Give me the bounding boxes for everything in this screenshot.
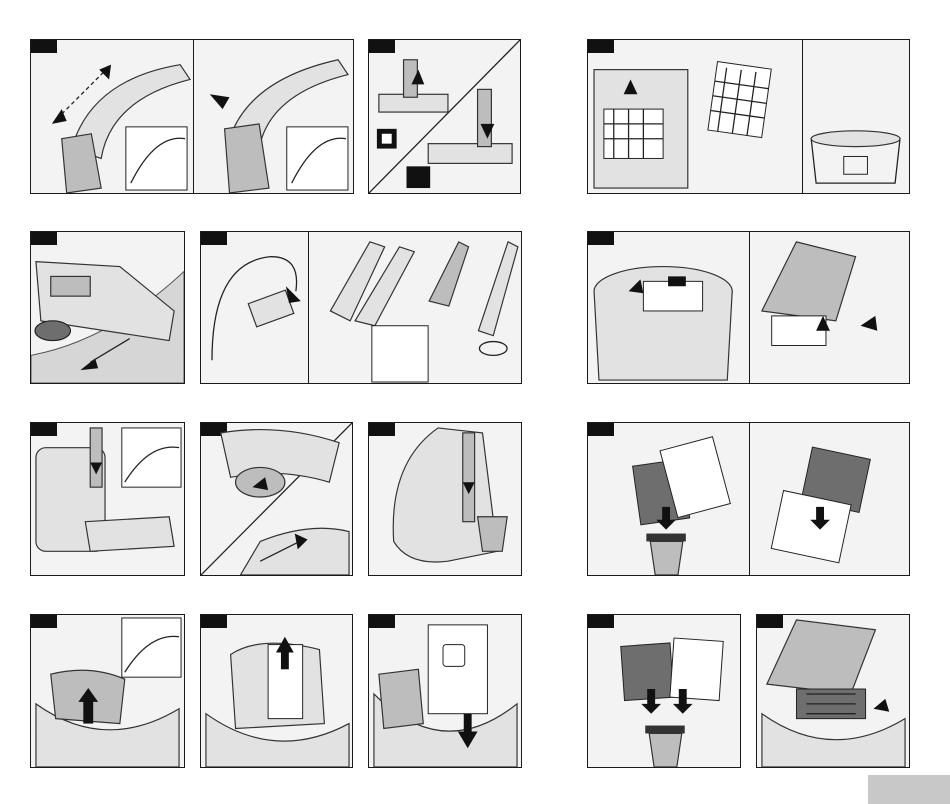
panel-filter-disposal bbox=[587, 422, 910, 576]
floor-nozzle-switch-icon bbox=[369, 40, 520, 193]
panel-filter-removal bbox=[587, 39, 910, 194]
panel-bag-insert bbox=[368, 614, 522, 768]
panel-filter-insert bbox=[756, 614, 910, 768]
panel-floor-nozzle-carpet bbox=[30, 231, 185, 384]
filter-replace-icon bbox=[588, 615, 740, 767]
filter-disposal-icon bbox=[588, 423, 909, 575]
storage-position-icon bbox=[369, 423, 521, 575]
panel-hose-accessories bbox=[200, 231, 522, 384]
panel-lid-open bbox=[30, 614, 185, 768]
floor-nozzle-carpet-icon bbox=[31, 232, 184, 383]
panel-cord-rewind bbox=[200, 422, 353, 576]
filter-removal-icon bbox=[588, 40, 909, 193]
filter-cover-open-icon bbox=[588, 232, 909, 383]
panel-parking-position bbox=[30, 422, 185, 576]
panel-filter-cover-open bbox=[587, 231, 910, 384]
parking-position-icon bbox=[31, 423, 184, 575]
hose-handle-adjust-icon bbox=[31, 40, 353, 193]
hose-accessories-icon bbox=[201, 232, 521, 383]
bag-removal-icon bbox=[201, 615, 352, 767]
bag-insert-icon bbox=[369, 615, 521, 767]
page-tab bbox=[868, 775, 950, 804]
panel-hose-handle bbox=[30, 39, 354, 194]
lid-open-icon bbox=[31, 615, 184, 767]
cord-rewind-icon bbox=[201, 423, 352, 575]
panel-storage-position bbox=[368, 422, 522, 576]
filter-insert-icon bbox=[757, 615, 909, 767]
panel-floor-nozzle-switch bbox=[368, 39, 521, 194]
panel-filter-replace bbox=[587, 614, 741, 768]
panel-bag-removal bbox=[200, 614, 353, 768]
